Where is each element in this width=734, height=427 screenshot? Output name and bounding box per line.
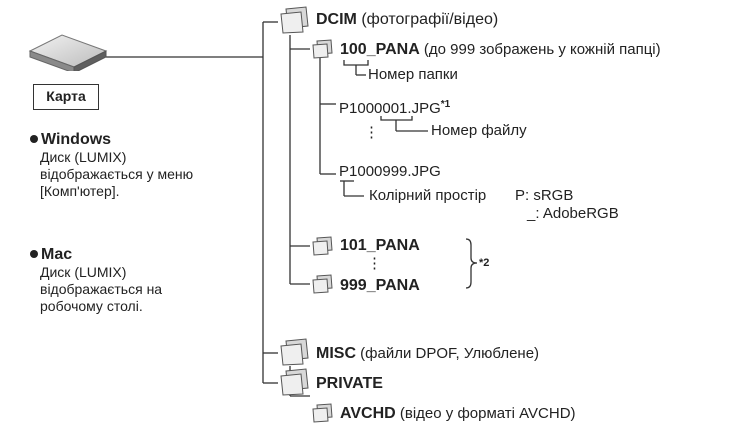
dcim-folder: DCIM (фотографії/відео) — [316, 11, 499, 28]
folder-icon — [280, 338, 309, 366]
pana101-folder: 101_PANA — [340, 237, 420, 254]
folder-icon — [280, 368, 309, 396]
mac-line: робочому столі. — [40, 298, 143, 314]
folder-icon — [312, 39, 333, 59]
windows-title: Windows — [41, 131, 112, 148]
color-space-adobergb: _: AdobeRGB — [527, 205, 619, 222]
color-space-label: Колірний простір — [369, 187, 487, 204]
misc-folder: MISC (файли DPOF, Улюблене) — [316, 345, 540, 362]
windows-line: відображається у меню — [40, 166, 194, 182]
bullet-icon — [30, 250, 38, 258]
folder-ellipsis: ⋮ — [367, 255, 382, 272]
pana999-folder: 999_PANA — [340, 277, 420, 294]
note-mark-2: *2 — [479, 257, 490, 269]
folder-icon — [280, 6, 309, 34]
file-first: P1000001.JPG*1 — [339, 99, 451, 117]
windows-line: [Комп'ютер]. — [40, 183, 120, 199]
mac-title: Mac — [41, 246, 73, 263]
color-space-srgb: P: sRGB — [515, 187, 574, 204]
card-label: Карта — [33, 84, 99, 110]
avchd-folder: AVCHD (відео у форматі AVCHD) — [340, 405, 576, 422]
file-last: P1000999.JPG — [339, 163, 441, 180]
file-number-label: Номер файлу — [431, 122, 527, 139]
folder-number-label: Номер папки — [368, 66, 458, 83]
private-folder: PRIVATE — [316, 375, 383, 392]
sd-card-icon — [28, 34, 108, 71]
file-ellipsis: ⋮ — [364, 124, 379, 141]
folder-icon — [312, 236, 333, 256]
bullet-icon — [30, 135, 38, 143]
mac-line: відображається на — [40, 281, 163, 297]
folder-icon — [312, 274, 333, 294]
folder-icon — [312, 403, 333, 423]
windows-section: Windows Диск (LUMIX) відображається у ме… — [30, 130, 193, 200]
mac-line: Диск (LUMIX) — [40, 264, 127, 280]
pana100-folder: 100_PANA (до 999 зображень у кожній папц… — [340, 41, 661, 58]
windows-line: Диск (LUMIX) — [40, 149, 127, 165]
mac-section: Mac Диск (LUMIX) відображається на робоч… — [30, 245, 162, 315]
